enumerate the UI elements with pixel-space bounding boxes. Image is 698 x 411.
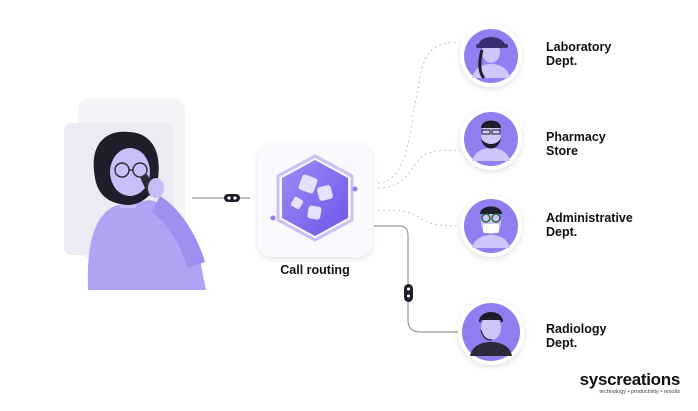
connector-administrative xyxy=(377,209,461,227)
call-routing-hub xyxy=(258,143,372,257)
dept-label-line2: Dept. xyxy=(546,336,578,350)
dept-label-radiology: Radiology Dept. xyxy=(546,322,606,350)
brand-logo: syscreations technology • productivity •… xyxy=(579,370,681,396)
connector-laboratory xyxy=(377,41,461,184)
dept-label-line1: Laboratory xyxy=(546,40,612,54)
caller-illustration xyxy=(64,99,206,290)
dept-label-line1: Administrative xyxy=(546,211,633,225)
dept-label-line2: Dept. xyxy=(546,54,578,68)
caller-hub-connector xyxy=(192,194,250,202)
dept-label-line2: Store xyxy=(546,144,578,158)
dept-label-line2: Dept. xyxy=(546,225,578,239)
dept-label-laboratory: Laboratory Dept. xyxy=(546,40,611,68)
dept-label-pharmacy: Pharmacy Store xyxy=(546,130,606,158)
connector-pharmacy xyxy=(377,149,461,189)
dept-label-line1: Radiology xyxy=(546,322,607,336)
avatar-pharmacy xyxy=(460,108,522,170)
hub-label: Call routing xyxy=(280,263,350,277)
dept-label-line1: Pharmacy xyxy=(546,130,606,144)
brand-tagline: technology • productivity • results xyxy=(599,389,680,395)
avatar-administrative xyxy=(460,195,522,257)
connector-radiology xyxy=(374,225,458,333)
avatar-laboratory xyxy=(460,25,522,87)
dept-label-administrative: Administrative Dept. xyxy=(546,211,633,239)
department-connectors xyxy=(377,41,461,227)
avatar-radiology xyxy=(458,299,524,365)
hub-hexagon-icon xyxy=(282,160,348,236)
brand-name: syscreations xyxy=(579,370,681,389)
